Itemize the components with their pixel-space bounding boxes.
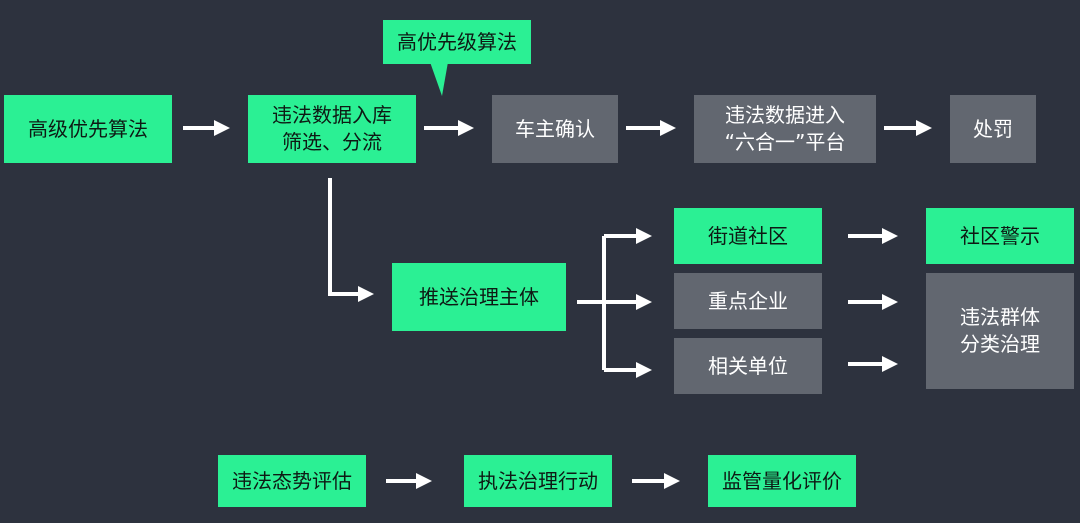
node-six-in-one-platform: 违法数据进入 “六合一”平台 (694, 95, 876, 163)
callout-high-priority-algorithm: 高优先级算法 (397, 29, 517, 54)
node-enforcement-action: 执法治理行动 (464, 455, 612, 507)
node-owner-confirmation: 车主确认 (492, 95, 618, 163)
node-group-governance: 违法群体 分类治理 (926, 273, 1074, 389)
arrow-branch-down (328, 178, 374, 302)
node-push-governance-subject: 推送治理主体 (392, 263, 566, 331)
node-related-units: 相关单位 (674, 338, 822, 394)
node-supervision-evaluation: 监管量化评价 (708, 455, 856, 507)
node-key-enterprises: 重点企业 (674, 273, 822, 329)
node-high-priority-algorithm: 高级优先算法 (4, 95, 172, 163)
node-situation-assessment: 违法态势评估 (218, 455, 366, 507)
callout-bubble (383, 20, 531, 96)
node-penalty: 处罚 (950, 95, 1036, 163)
node-street-community: 街道社区 (674, 208, 822, 264)
node-community-warning: 社区警示 (926, 208, 1074, 264)
node-violation-data-storage: 违法数据入库 筛选、分流 (248, 95, 416, 163)
